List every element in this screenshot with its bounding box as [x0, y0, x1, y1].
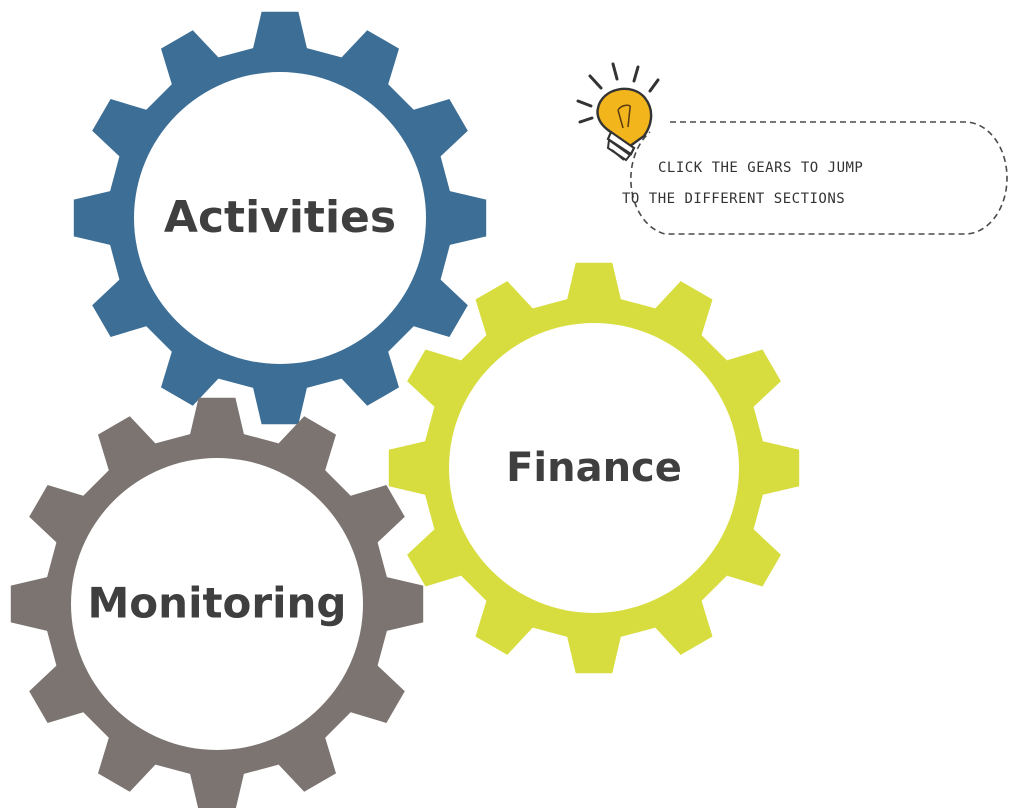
finance-gear-center: [449, 323, 739, 613]
hint-bubble-outline: [630, 121, 1008, 235]
lightbulb-base-lower: [606, 138, 632, 162]
activities-gear[interactable]: Activities: [73, 11, 487, 425]
monitoring-gear[interactable]: Monitoring: [10, 397, 424, 808]
lightbulb-rays: [576, 62, 660, 124]
finance-gear-label: Finance: [506, 445, 682, 491]
finance-gear[interactable]: Finance: [388, 262, 800, 674]
monitoring-gear-center: [71, 458, 363, 750]
activities-gear-center: [134, 72, 426, 364]
lightbulb-icon: [576, 62, 660, 162]
lightbulb-base: [606, 130, 636, 156]
hint-line-2: TO THE DIFFERENT SECTIONS: [622, 191, 845, 207]
hint-line-1: CLICK THE GEARS TO JUMP: [658, 160, 863, 176]
hint-callout: CLICK THE GEARS TO JUMP TO THE DIFFERENT…: [622, 121, 1008, 235]
monitoring-gear-label: Monitoring: [88, 579, 347, 628]
lightbulb-glass: [596, 87, 653, 148]
lightbulb-filament: [617, 104, 631, 129]
lightbulb-tip: [611, 149, 625, 161]
activities-gear-label: Activities: [164, 192, 396, 243]
